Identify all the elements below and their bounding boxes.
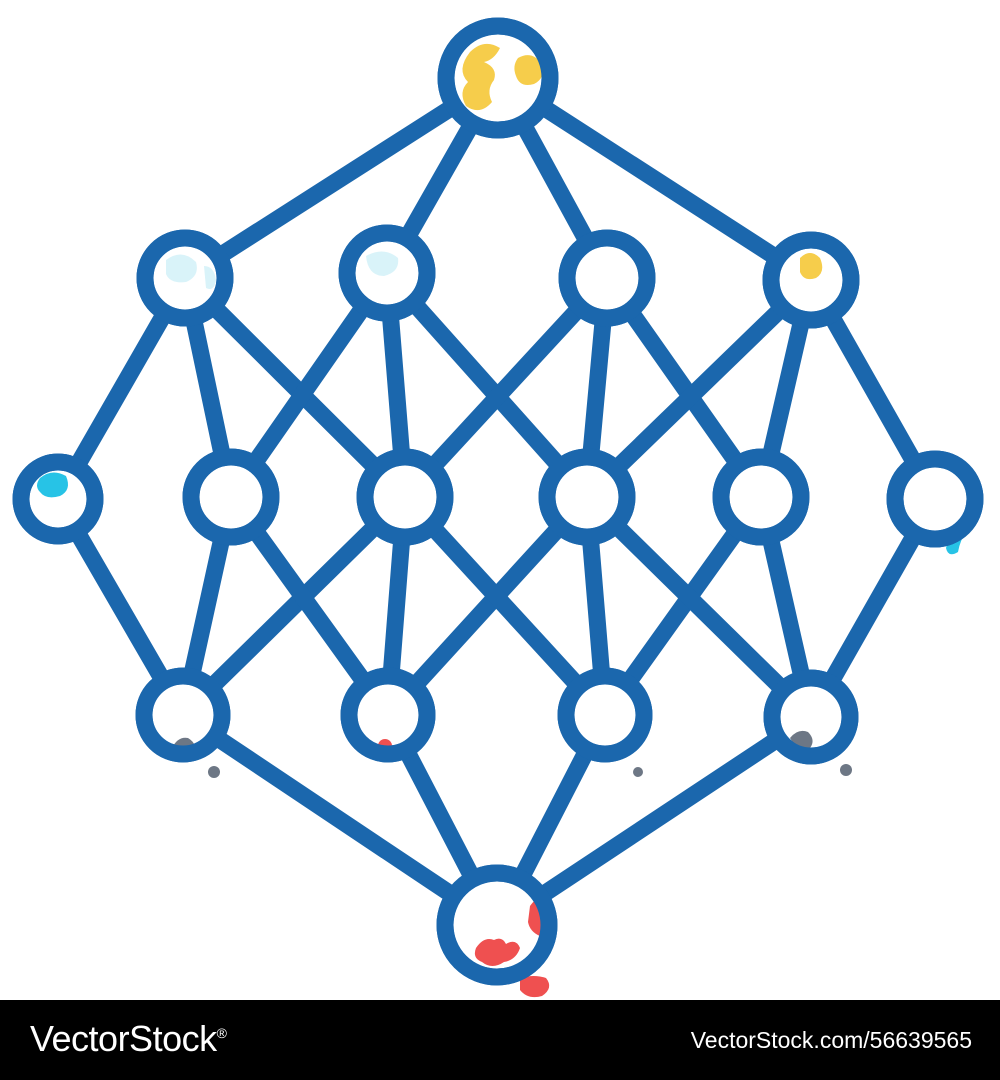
accent-yellow-top-2 — [514, 55, 543, 85]
accent-lightcyan-a1 — [166, 254, 197, 283]
brand-name: VectorStock — [30, 1018, 217, 1059]
node-ring-a3 — [558, 229, 656, 327]
node-ring-b4 — [763, 669, 859, 765]
edge-b1-bot — [210, 730, 459, 903]
edge-m4-b3 — [582, 532, 610, 681]
edge-a4-m4 — [610, 302, 788, 475]
node-ring-a4 — [762, 231, 860, 329]
edge-a1-m3 — [207, 300, 383, 475]
edge-top-a3 — [516, 118, 595, 248]
edge-m5-b3 — [621, 524, 744, 689]
image-id-label: VectorStock.com/56639565 — [690, 1027, 972, 1053]
edge-a4-m5 — [762, 314, 810, 463]
edge-m5-b4 — [762, 531, 810, 684]
node-ring-b3 — [557, 667, 653, 763]
accent-red-bot-3 — [520, 976, 550, 998]
edge-a3-m5 — [623, 305, 745, 470]
edge-top-a1 — [213, 99, 460, 263]
node-ring-a2 — [338, 224, 436, 322]
edge-top-a4 — [536, 99, 783, 265]
accent-gray-b1-2 — [208, 766, 220, 778]
edge-a3-m4 — [582, 313, 612, 462]
accent-lightcyan-a1-2 — [204, 266, 216, 289]
node-ring-top — [437, 17, 559, 139]
edge-m3-b2 — [382, 532, 411, 681]
edge-a2-m4 — [407, 297, 567, 473]
edge-a1-m1 — [69, 307, 172, 472]
edge-b2-bot — [399, 744, 480, 884]
edge-group — [69, 99, 922, 903]
accent-gray-b3 — [633, 767, 643, 777]
accent-lightcyan-a2 — [366, 251, 399, 276]
edge-a1-m2 — [185, 312, 231, 463]
edge-m1-b1 — [70, 525, 170, 687]
edge-m2-b2 — [248, 524, 372, 689]
accent-cyan-m1 — [37, 472, 68, 498]
accent-yellow-a4 — [800, 253, 823, 280]
edge-b3-bot — [514, 744, 594, 884]
brand-logo: VectorStock® — [30, 1018, 227, 1060]
node-group — [12, 17, 984, 986]
edge-a4-m6 — [824, 309, 922, 470]
edge-top-a2 — [400, 118, 479, 244]
network-diagram — [12, 17, 984, 998]
accent-red-bot — [474, 938, 520, 966]
edge-m2-b1 — [183, 531, 231, 682]
edge-a2-m2 — [247, 300, 371, 470]
registered-mark: ® — [216, 1025, 227, 1041]
edge-m3-b3 — [426, 520, 585, 692]
node-ring-a1 — [136, 229, 234, 327]
color-accents-over — [37, 43, 823, 966]
edge-a2-m3 — [382, 308, 410, 462]
accent-gray-b4-2 — [840, 764, 852, 776]
node-ring-m1 — [12, 453, 104, 545]
node-ring-m4 — [538, 448, 636, 546]
node-ring-b1 — [135, 667, 231, 763]
node-ring-m2 — [182, 448, 280, 546]
edge-a3-m3 — [426, 301, 586, 474]
node-ring-b2 — [340, 667, 436, 763]
node-ring-m5 — [712, 448, 810, 546]
edge-m4-b2 — [408, 520, 566, 692]
node-ring-m3 — [356, 448, 454, 546]
watermark-footer: VectorStock® VectorStock.com/56639565 — [0, 1000, 1000, 1080]
edge-m4-b4 — [609, 519, 789, 696]
node-ring-m6 — [886, 450, 984, 548]
node-ring-bot — [436, 864, 558, 986]
node-ring-overlay — [12, 17, 984, 986]
edge-b4-bot — [535, 732, 784, 903]
edge-m6-b4 — [823, 528, 922, 689]
edge-m3-b1 — [205, 519, 383, 694]
accent-yellow-top — [462, 43, 500, 111]
